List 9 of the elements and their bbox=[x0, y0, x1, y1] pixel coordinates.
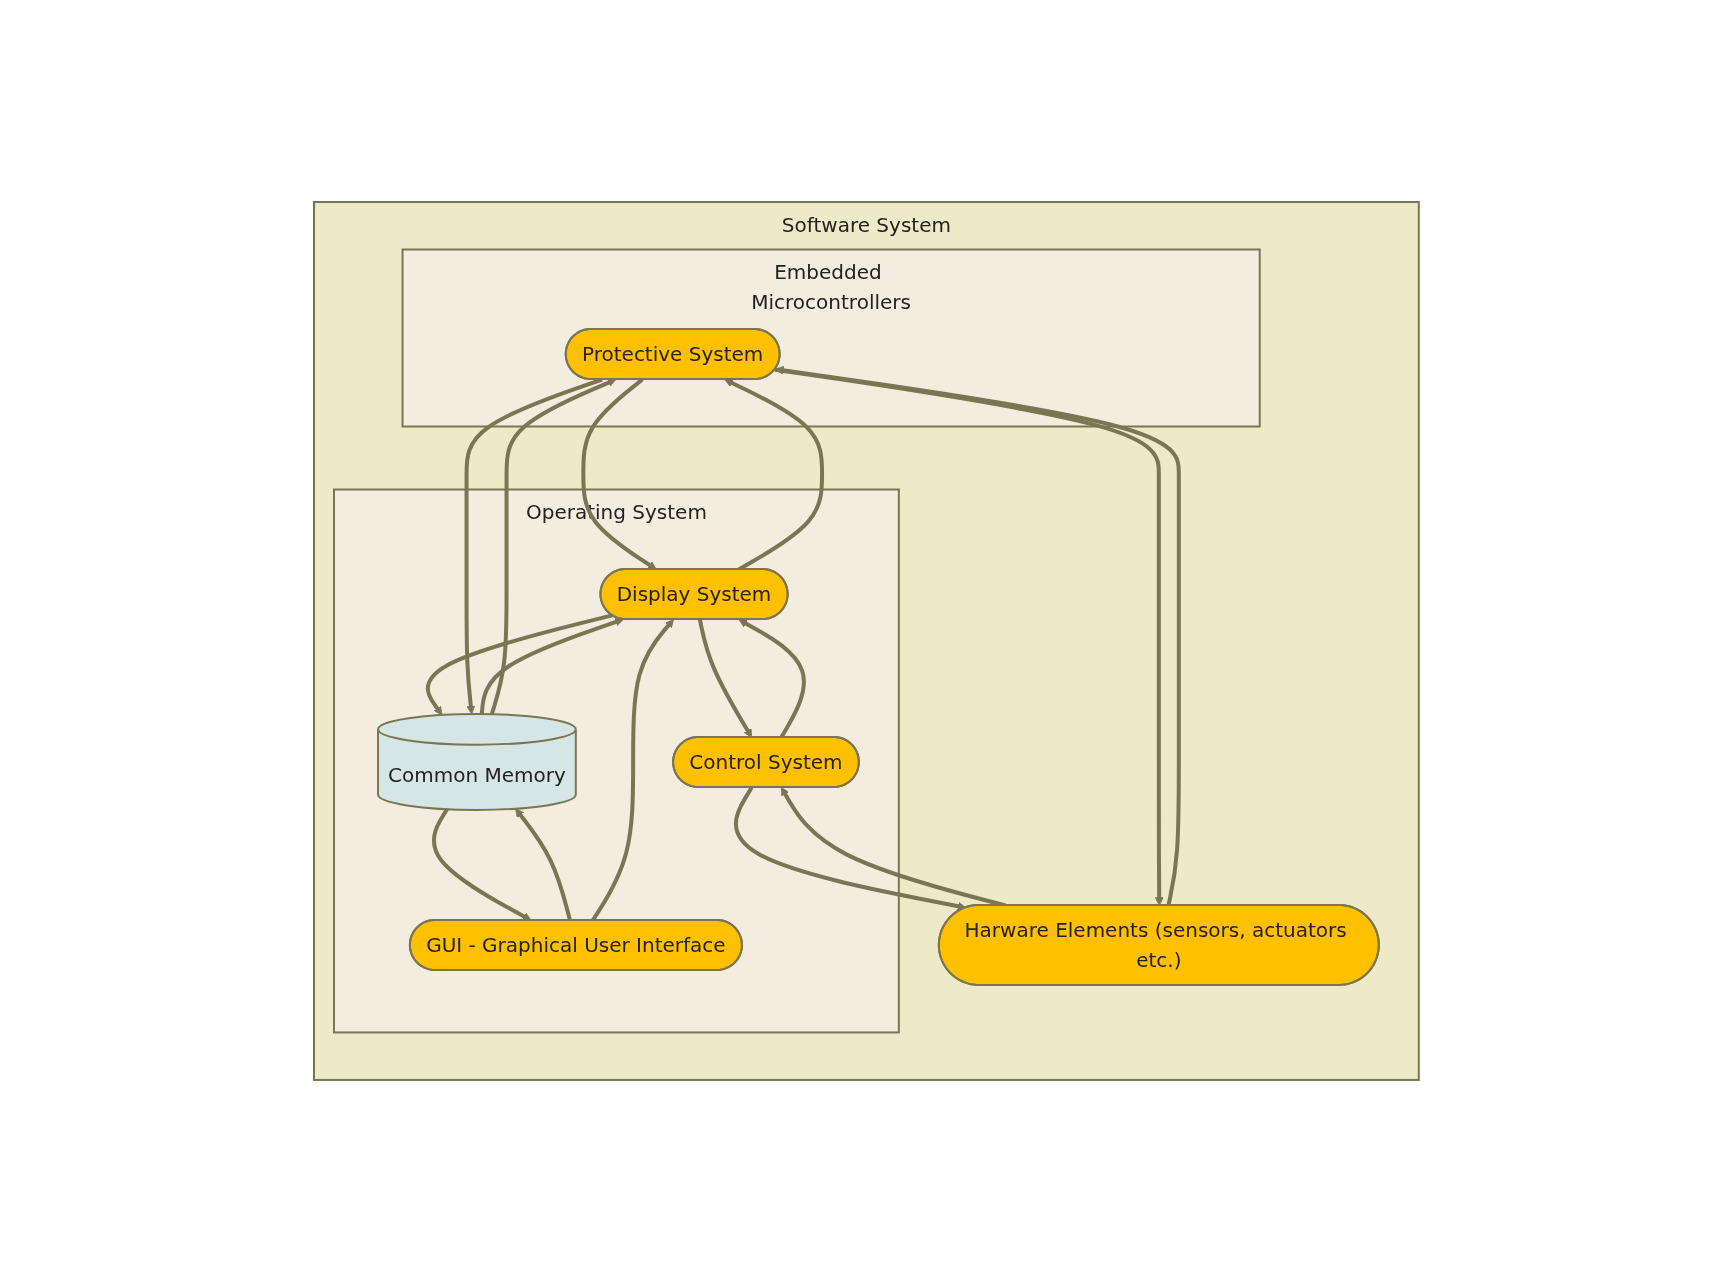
arrow bbox=[734, 786, 967, 911]
arrow bbox=[425, 613, 613, 716]
arrow bbox=[738, 619, 806, 739]
arrow bbox=[490, 378, 617, 715]
arrow bbox=[698, 619, 753, 738]
arrow bbox=[432, 808, 532, 921]
arrow bbox=[515, 808, 573, 921]
arrow bbox=[464, 377, 603, 715]
arrow bbox=[479, 617, 624, 715]
